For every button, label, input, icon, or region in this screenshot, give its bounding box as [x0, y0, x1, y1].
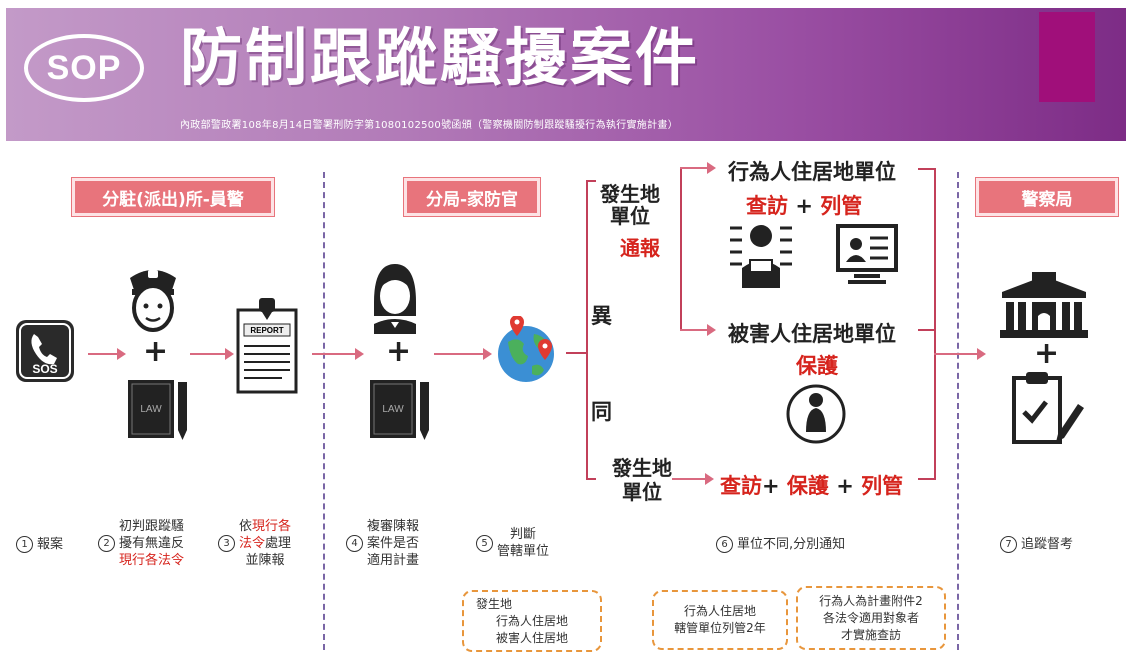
flow-arrow — [680, 324, 716, 336]
globe-location-icon — [494, 316, 564, 386]
occur-unit-label-top: 發生地單位 — [600, 182, 660, 228]
actor-unit-label: 行為人住居地單位 — [728, 160, 896, 184]
same-label: 同 — [591, 400, 612, 424]
header-accent-block — [1039, 12, 1095, 102]
report-document-icon: REPORT — [232, 296, 302, 396]
note-jurisdiction: 發生地行為人住居地被害人住居地 — [462, 590, 602, 652]
victim-person-icon — [784, 382, 848, 446]
law-book-icon: LAW — [366, 376, 436, 442]
section-label-branch: 分局-家防官 — [404, 178, 540, 216]
different-label: 異 — [591, 304, 612, 328]
flow-arrow — [88, 348, 126, 360]
plus-sign: + — [386, 334, 412, 369]
flow-line — [918, 168, 934, 170]
flow-line — [918, 478, 934, 480]
section-divider-2 — [957, 172, 959, 650]
step-3: 3 依現行各法令處理並陳報 — [218, 518, 291, 569]
header-banner — [6, 8, 1126, 141]
plus-sign: + — [1034, 336, 1060, 371]
sop-badge: SOP — [24, 34, 144, 102]
notify-label: 通報 — [620, 236, 660, 260]
flow-line — [680, 168, 682, 330]
top-strip — [0, 0, 1129, 8]
law-book-icon: LAW — [124, 376, 194, 442]
flow-line — [566, 352, 586, 354]
section-label-bureau: 警察局 — [976, 178, 1118, 216]
same-unit-actions: 查訪+ 保護 + 列管 — [720, 474, 904, 498]
law-text: LAW — [382, 404, 404, 415]
id-card-monitor-icon — [834, 222, 900, 288]
page-subtitle: 內政部警政署108年8月14日警署刑防字第1080102500號函頒（警察機關防… — [180, 120, 678, 131]
flow-line — [586, 180, 588, 480]
step-2: 2 初判跟蹤騷擾有無違反現行各法令 — [98, 518, 184, 569]
law-text: LAW — [140, 404, 162, 415]
occur-unit-label-bottom: 發生地單位 — [612, 456, 672, 504]
victim-unit-label: 被害人住居地單位 — [728, 322, 896, 346]
section-label-station: 分駐(派出)所-員警 — [72, 178, 274, 216]
clipboard-check-icon — [1008, 368, 1084, 446]
flow-arrow — [190, 348, 234, 360]
page-title: 防制跟蹤騷擾案件 — [180, 21, 701, 94]
plus-sign: + — [143, 334, 169, 369]
note-tracking-period: 行為人住居地轄管單位列管2年 — [652, 590, 788, 650]
actor-actions: 查訪 + 列管 — [746, 194, 863, 218]
flow-line — [586, 180, 596, 182]
flow-arrow — [312, 348, 364, 360]
flow-arrow — [934, 348, 986, 360]
report-text: REPORT — [250, 326, 283, 335]
step-5: 5 判斷管轄單位 — [476, 526, 549, 560]
section-divider-1 — [323, 172, 325, 650]
police-building-icon — [998, 272, 1090, 338]
flow-arrow — [434, 348, 492, 360]
female-officer-icon — [366, 262, 424, 334]
flow-arrow — [680, 162, 716, 174]
sos-phone-icon: SOS — [14, 318, 76, 384]
flow-line — [918, 329, 934, 331]
suspect-lineup-icon — [728, 218, 794, 288]
protect-label: 保護 — [796, 354, 838, 378]
police-officer-icon — [124, 262, 182, 334]
sos-text: SOS — [32, 362, 57, 376]
flow-line — [934, 168, 936, 480]
flow-arrow — [672, 473, 714, 485]
step-4: 4 複審陳報案件是否適用計畫 — [346, 518, 419, 569]
flow-line — [586, 478, 596, 480]
